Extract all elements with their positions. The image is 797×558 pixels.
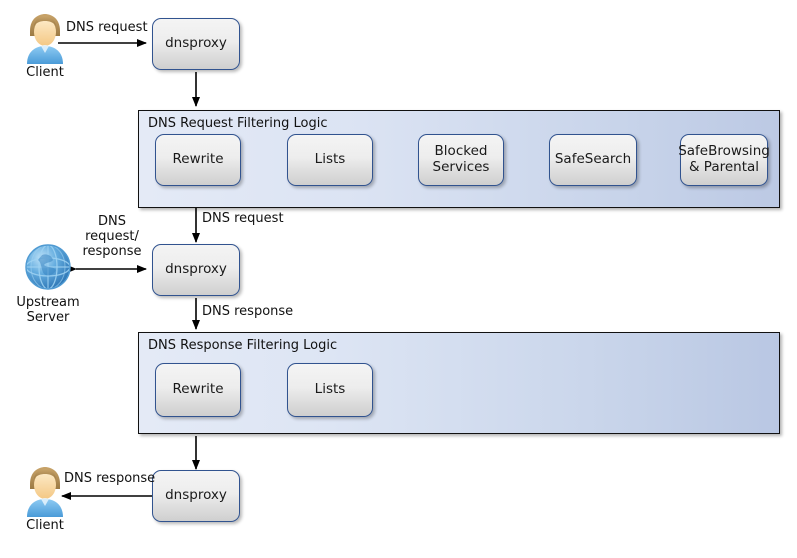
client-bottom-label: Client — [26, 518, 64, 533]
stage-request-blocked-services[interactable]: Blocked Services — [418, 134, 504, 186]
stage-request-safesearch[interactable]: SafeSearch — [549, 134, 637, 186]
edge-label-filter-to-dnsproxy-mid: DNS request — [202, 211, 284, 226]
edge-label-upstream-exchange: DNS request/ response — [82, 214, 142, 259]
edge-label-dnsproxy-to-response-filter: DNS response — [202, 304, 294, 319]
user-avatar-icon — [27, 467, 63, 517]
edge-label-client-to-proxy: DNS request — [66, 20, 148, 35]
globe-icon — [25, 244, 71, 290]
node-dnsproxy-mid[interactable]: dnsproxy — [152, 244, 240, 296]
stage-request-safebrowsing-parental[interactable]: SafeBrowsing & Parental — [678, 134, 770, 186]
stage-response-lists[interactable]: Lists — [287, 363, 373, 417]
user-avatar-icon — [27, 14, 63, 64]
response-filtering-group: DNS Response Filtering Logic — [138, 332, 780, 434]
node-dnsproxy-top[interactable]: dnsproxy — [152, 18, 240, 70]
stage-request-lists[interactable]: Lists — [287, 134, 373, 186]
upstream-server-icon-wrap — [22, 241, 74, 293]
response-filtering-group-title: DNS Response Filtering Logic — [148, 338, 338, 353]
edge-label-proxy-to-client: DNS response — [64, 471, 156, 486]
client-bottom-avatar — [22, 465, 68, 517]
stage-request-rewrite[interactable]: Rewrite — [155, 134, 241, 186]
node-dnsproxy-bottom[interactable]: dnsproxy — [152, 470, 240, 522]
request-filtering-group: DNS Request Filtering Logic — [138, 110, 780, 208]
client-top-label: Client — [26, 65, 64, 80]
upstream-server-label: Upstream Server — [16, 295, 80, 325]
request-filtering-group-title: DNS Request Filtering Logic — [148, 116, 328, 131]
stage-response-rewrite[interactable]: Rewrite — [155, 363, 241, 417]
client-top-avatar — [22, 12, 68, 64]
